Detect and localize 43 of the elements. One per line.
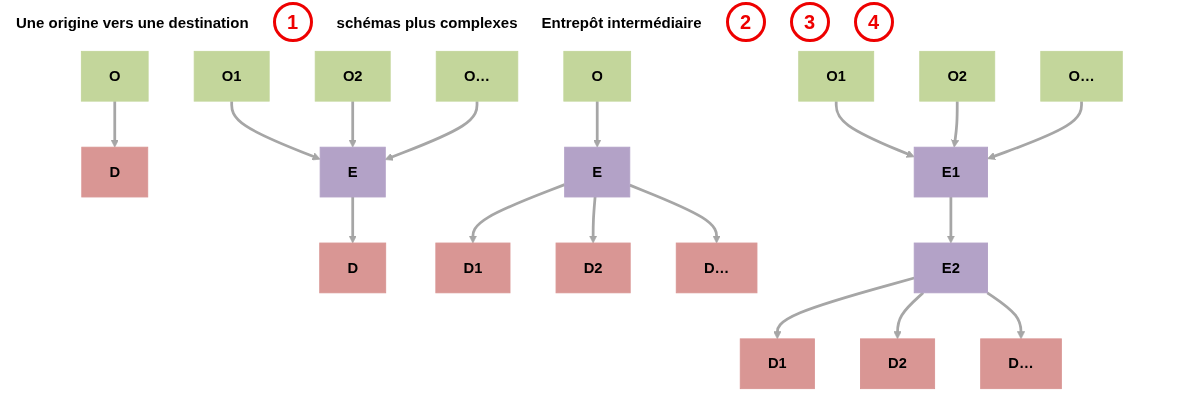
arrow	[951, 101, 960, 148]
node-box: D2	[860, 338, 936, 390]
node-box: E2	[913, 242, 989, 294]
arrow	[230, 101, 321, 161]
arrow	[947, 196, 956, 244]
node-box: O2	[919, 50, 996, 102]
node-box: E	[319, 146, 386, 198]
arrow	[593, 101, 602, 148]
note-text: schémas plus complexes	[336, 13, 518, 31]
arrow	[893, 291, 925, 340]
node-box: D1	[739, 338, 816, 390]
arrow	[835, 101, 915, 158]
node-box: O	[563, 50, 632, 102]
node-box: O1	[193, 50, 270, 102]
arrow	[110, 101, 119, 148]
node-box: O…	[435, 50, 519, 102]
node-box: D2	[555, 242, 631, 294]
arrow	[348, 101, 357, 148]
circled-number: 2	[725, 2, 766, 42]
node-box: O2	[314, 50, 391, 102]
circled-number: 3	[789, 2, 830, 42]
arrow	[987, 101, 1084, 160]
arrow	[986, 291, 1026, 340]
node-box: D1	[435, 242, 511, 294]
note-text: Une origine vers une destination	[16, 13, 249, 31]
node-box: D	[319, 242, 387, 294]
arrow	[589, 196, 598, 244]
arrow	[348, 196, 357, 244]
node-box: O	[81, 50, 149, 102]
node-box: D	[81, 146, 149, 198]
node-box: O1	[798, 50, 875, 102]
node-box: O…	[1040, 50, 1123, 102]
circled-number: 4	[853, 2, 894, 42]
node-box: D…	[980, 338, 1062, 390]
node-box: E1	[913, 146, 989, 198]
arrow	[385, 101, 479, 161]
circled-number: 1	[272, 2, 313, 42]
node-box: E	[564, 146, 631, 198]
arrow	[469, 183, 566, 244]
note-text: Entrepôt intermédiaire	[541, 13, 702, 31]
arrow	[629, 183, 721, 244]
node-box: D…	[676, 242, 758, 294]
arrow	[773, 276, 915, 340]
